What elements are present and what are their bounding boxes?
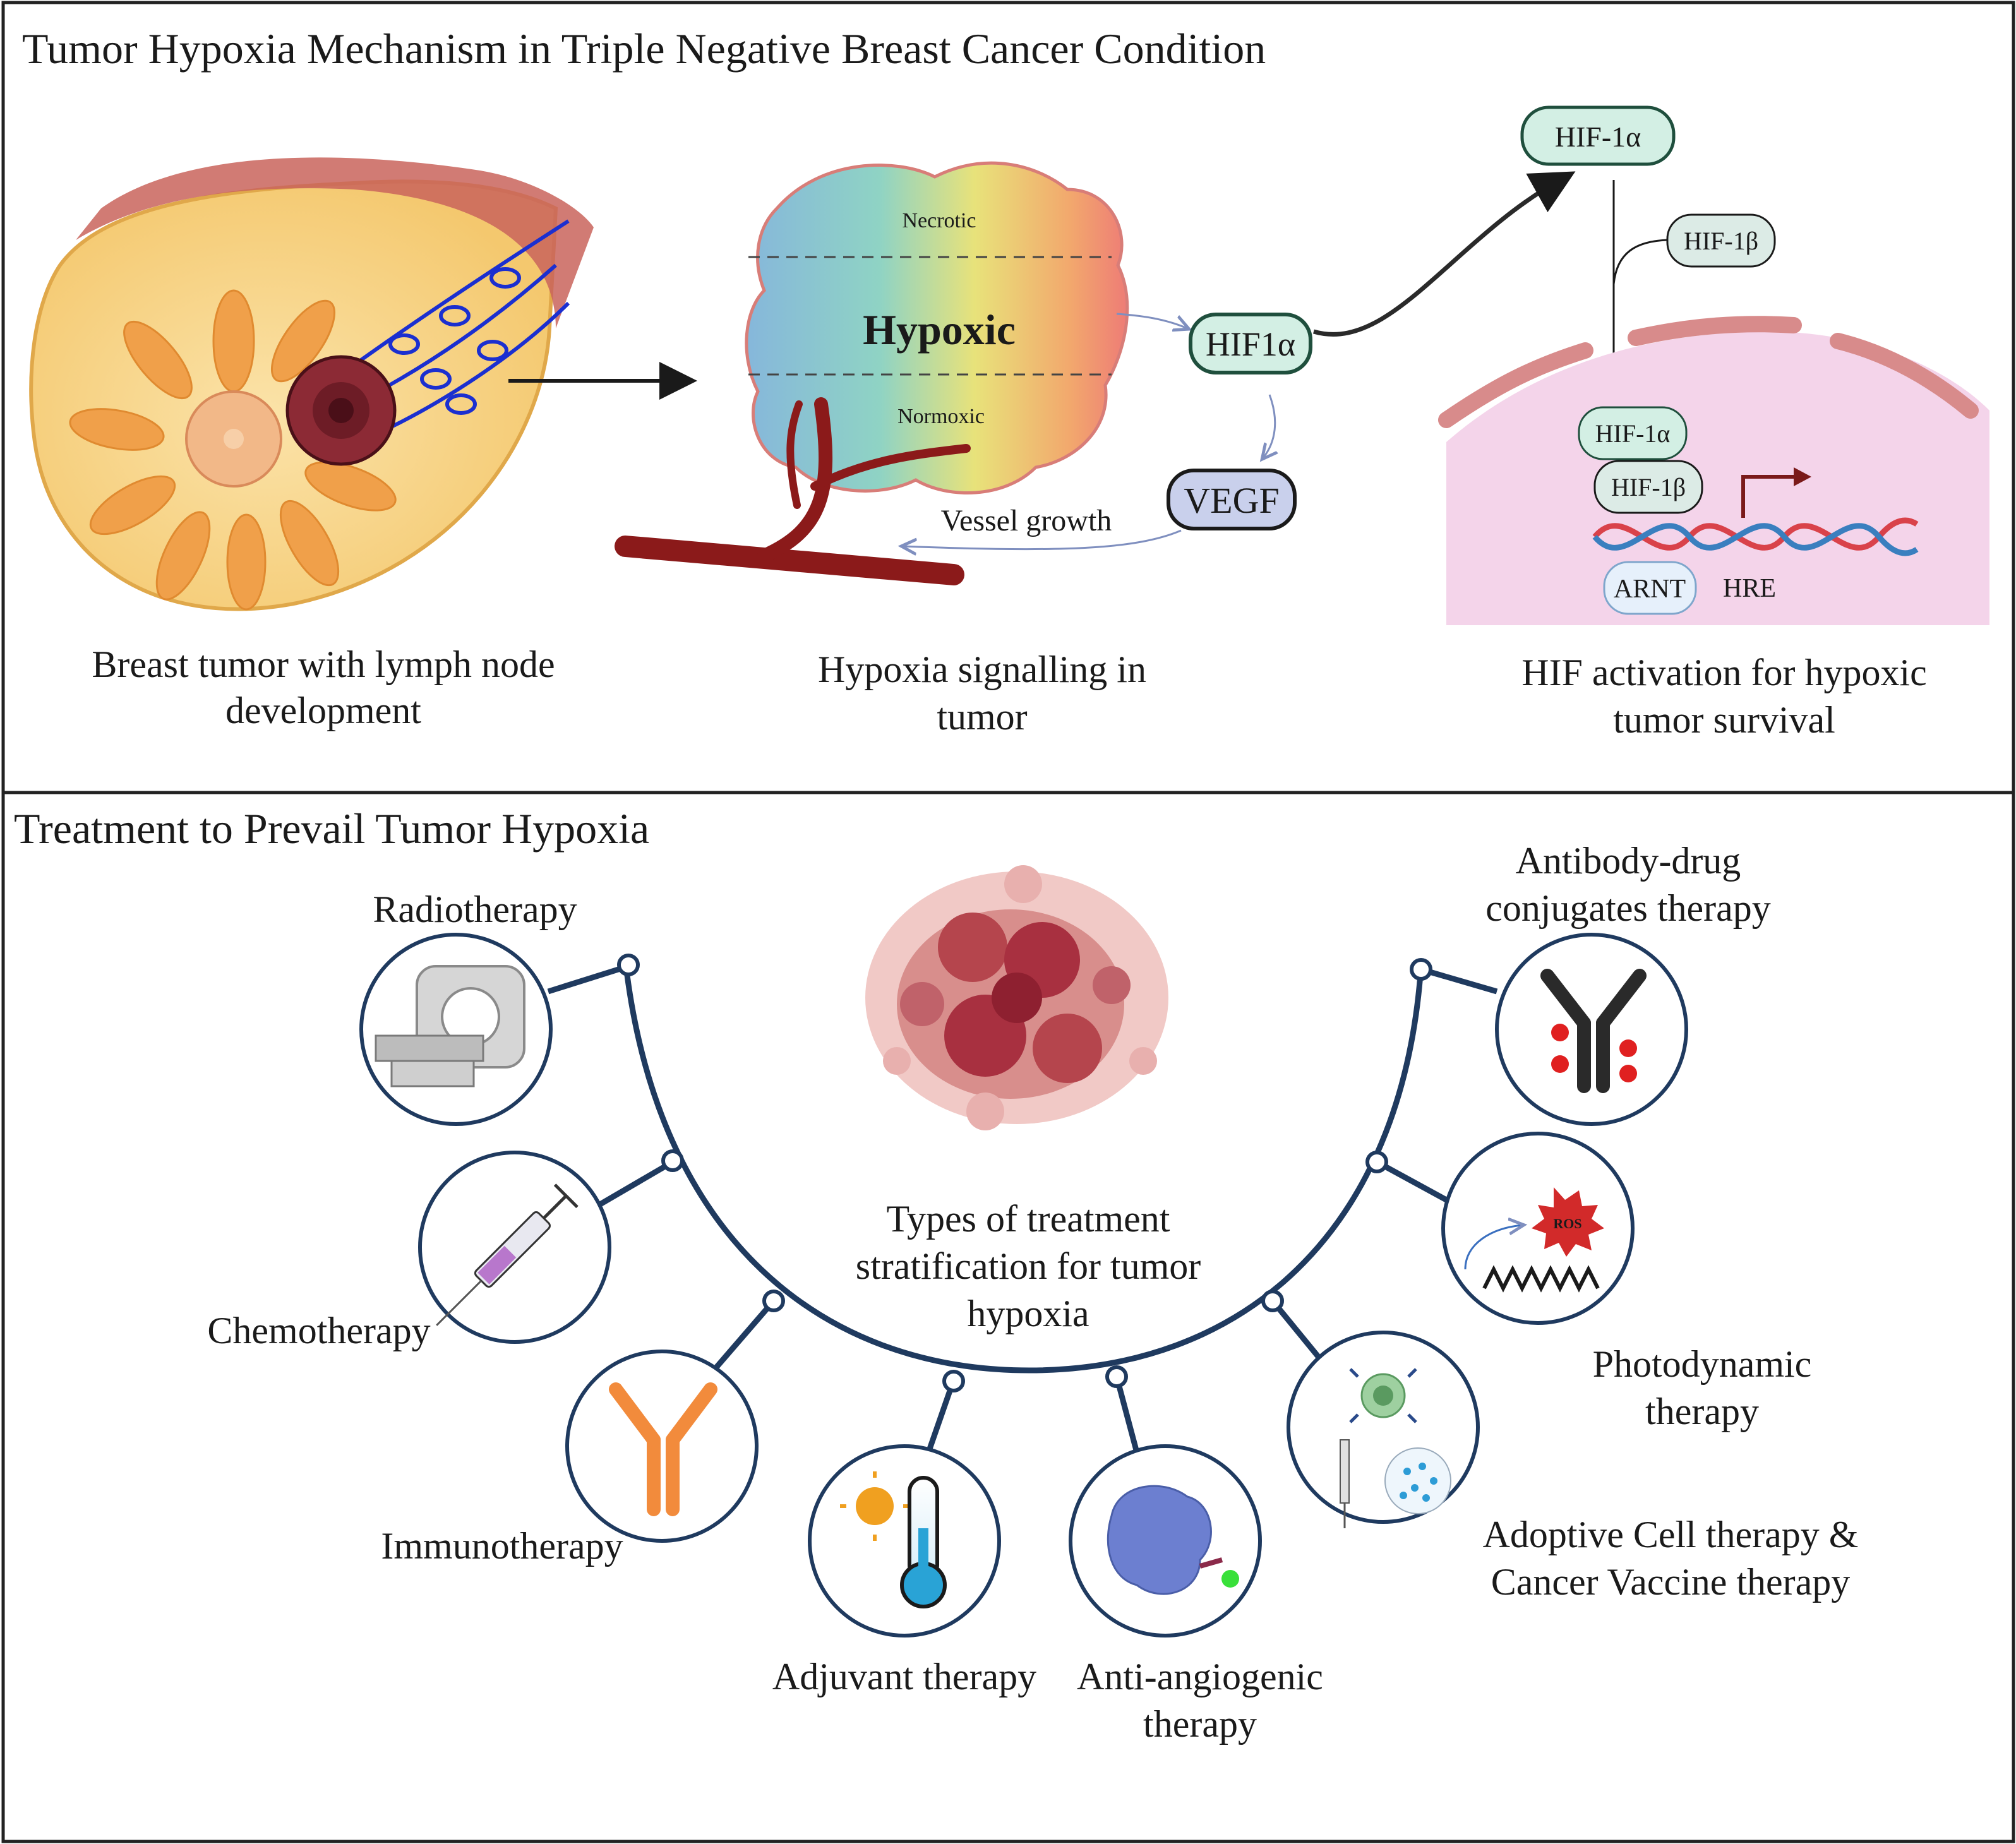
adc-antibody-icon: [1540, 969, 1647, 1093]
transcription-arrowhead: [1794, 467, 1811, 486]
center-label-line2: stratification for tumor: [856, 1245, 1201, 1287]
necrotic-label: Necrotic: [902, 209, 976, 232]
adc-node: [1495, 933, 1688, 1126]
normoxic-label: Normoxic: [897, 405, 985, 428]
bottom-panel-title: Treatment to Prevail Tumor Hypoxia: [14, 805, 649, 853]
radiotherapy-label: Radiotherapy: [373, 889, 577, 930]
hub-arc: [622, 959, 1424, 1374]
hub-connectors: [547, 954, 1498, 1454]
adjuvant-label: Adjuvant therapy: [772, 1656, 1036, 1697]
photodynamic-node: ROS: [1441, 1132, 1635, 1325]
breast-tumor-mass: [285, 355, 397, 466]
nucleus-caption-line2: tumor survival: [1613, 699, 1835, 741]
pdt-label-line1: Photodynamic: [1593, 1343, 1812, 1385]
vaccine-syringe-icon: [1340, 1439, 1350, 1528]
hif1a-to-vegf-arrow: [1263, 394, 1275, 458]
ros-label: ROS: [1553, 1216, 1581, 1231]
light-arrow: [1464, 1225, 1522, 1270]
hif1b-nuc-label: HIF-1β: [1611, 473, 1686, 501]
nucleus: [1438, 316, 1989, 625]
antiangio-label-line1: Anti-angiogenic: [1077, 1656, 1323, 1697]
hif1b-side-label: HIF-1β: [1684, 227, 1758, 255]
protein-drug-icon: [1107, 1485, 1239, 1595]
adc-label-line2: conjugates therapy: [1485, 887, 1771, 929]
hif1b-join-line: [1612, 239, 1668, 285]
breast-lobules: [69, 289, 397, 611]
vaccine-particles-icon: [1384, 1447, 1451, 1514]
pdt-label-line2: therapy: [1645, 1391, 1759, 1432]
immune-cell-icon: [1349, 1368, 1417, 1423]
nucleus-caption-line1: HIF activation for hypoxic: [1521, 652, 1927, 693]
hif1a-nuc-pill: [1578, 406, 1688, 460]
top-panel-title: Tumor Hypoxia Mechanism in Triple Negati…: [22, 25, 1266, 73]
immunotherapy-node: [565, 1350, 759, 1543]
antiangio-label-line2: therapy: [1143, 1703, 1257, 1745]
chemotherapy-node: [418, 1151, 611, 1344]
hif1a-to-nucleus-arrow: [1313, 171, 1576, 337]
syringe-icon: [436, 1183, 579, 1326]
vegf-label: VEGF: [1184, 480, 1279, 521]
antiangiogenic-node: [1069, 1444, 1262, 1637]
blood-vessel: [615, 397, 971, 585]
hif1a-main-label: HIF1α: [1206, 325, 1295, 363]
vessel-growth-label: Vessel growth: [941, 504, 1112, 537]
adoptive-label-line2: Cancer Vaccine therapy: [1491, 1561, 1851, 1603]
tumor-caption-line1: Hypoxia signalling in: [818, 649, 1146, 690]
hypoxic-label: Hypoxic: [863, 306, 1016, 354]
adoptive-label-line1: Adoptive Cell therapy &: [1483, 1514, 1859, 1555]
hif1a-top-pill: [1520, 105, 1676, 166]
mri-scanner-icon: [375, 965, 525, 1087]
hif1a-main-pill: [1189, 313, 1312, 374]
breast-caption-line1: Breast tumor with lymph node: [92, 644, 555, 685]
adjuvant-node: [808, 1444, 1001, 1637]
immunotherapy-label: Immunotherapy: [381, 1525, 623, 1567]
vegf-pill: [1167, 469, 1297, 530]
chemotherapy-label: Chemotherapy: [207, 1310, 430, 1351]
center-label-line3: hypoxia: [967, 1293, 1089, 1334]
vessel-growth-arrow: [903, 529, 1182, 549]
transcription-start-arrow: [1741, 475, 1794, 518]
hif1a-nuc-label: HIF-1α: [1595, 419, 1671, 448]
arnt-label: ARNT: [1614, 575, 1686, 604]
thermometer-icon: [900, 1476, 947, 1608]
hypoxic-tumor: Necrotic Hypoxic Normoxic: [745, 161, 1129, 494]
hif1b-nuc-pill: [1593, 460, 1703, 514]
breast-illustration: [29, 157, 594, 611]
radiotherapy-node: [359, 933, 553, 1126]
tumor-caption-line2: tumor: [937, 696, 1027, 738]
hif1b-side-pill: [1666, 213, 1776, 268]
adoptive-node: [1287, 1331, 1480, 1528]
light-wave-icon: [1482, 1265, 1600, 1293]
center-label-line1: Types of treatment: [887, 1198, 1170, 1240]
ros-burst-icon: ROS: [1532, 1187, 1604, 1257]
adc-label-line1: Antibody-drug: [1516, 840, 1741, 882]
central-tumor-cluster: [865, 865, 1168, 1130]
dna-helix: [1592, 517, 1919, 556]
arnt-pill: [1603, 561, 1697, 615]
hre-label: HRE: [1723, 574, 1776, 603]
hif1a-top-label: HIF-1α: [1555, 121, 1641, 153]
tumor-to-hif1a-arrow: [1116, 313, 1187, 328]
antibody-icon: [609, 1382, 717, 1516]
breast-caption-line2: development: [225, 690, 421, 731]
drug-payload-icon: [1551, 1024, 1637, 1082]
